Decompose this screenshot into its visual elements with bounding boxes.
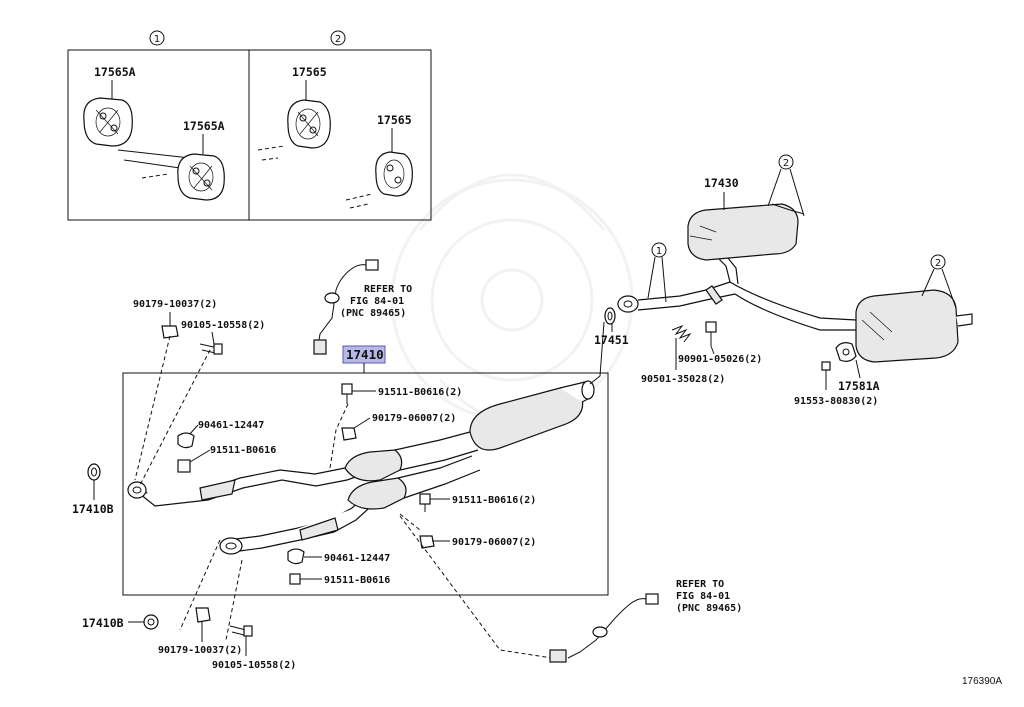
catalytic-converter-pair — [344, 431, 481, 510]
refer-2-line1: REFER TO — [676, 579, 724, 590]
watermark-logo — [390, 173, 634, 422]
part-90179-bottom-label: 90179-10037(2) — [158, 645, 242, 656]
callout-1-circle — [651, 242, 667, 258]
spring-90501 — [671, 324, 692, 343]
inset-2-number: 2 — [335, 34, 341, 45]
part-17430-label: 17430 — [704, 176, 739, 190]
gasket-17451 — [604, 307, 616, 325]
inset-panel: 1 2 17565A 17565A 17565 — [67, 30, 432, 221]
refer-2-line3: (PNC 89465) — [676, 603, 742, 614]
part-17410B-2-label: 17410B — [82, 616, 124, 630]
part-91553-label: 91553-80830(2) — [794, 396, 878, 407]
part-90461-a-label: 90461-12447 — [198, 420, 264, 431]
gasket-17581A — [835, 342, 857, 362]
inset-1-number-circle — [149, 30, 165, 46]
part-91511-2b-label: 91511-B0616(2) — [452, 495, 536, 506]
hanger-rubber-17565A-b — [177, 153, 225, 201]
clamp-90461-b — [287, 548, 305, 565]
inset-1-part-b-label: 17565A — [183, 119, 225, 133]
assembly-17410-box — [122, 372, 609, 596]
part-90901-label: 90901-05026(2) — [678, 354, 762, 365]
callout-2a-circle — [778, 154, 794, 170]
part-17410-highlight: 17410 — [342, 345, 386, 373]
oxygen-sensor-upper — [313, 259, 379, 355]
part-90105-top-label: 90105-10558(2) — [181, 320, 265, 331]
oxygen-sensor-lower — [549, 593, 659, 663]
part-91511-b-label: 91511-B0616 — [324, 575, 390, 586]
bolt-90105-top — [199, 343, 223, 355]
callout-2a: 2 — [783, 158, 789, 169]
gasket-17410B-2 — [143, 614, 159, 630]
part-91511-2a-label: 91511-B0616(2) — [378, 387, 462, 398]
hanger-rubber-17565A-a — [83, 97, 133, 147]
part-91511-a-label: 91511-B0616 — [210, 445, 276, 456]
nut-90179-top — [161, 325, 179, 339]
bolt-91511-2b — [419, 493, 431, 512]
part-90179-06-a-label: 90179-06007(2) — [372, 413, 456, 424]
part-90179-top-label: 90179-10037(2) — [133, 299, 217, 310]
inset-1-part-a-label: 17565A — [94, 65, 136, 79]
callout-1: 1 — [656, 246, 662, 257]
part-90179-06-b-label: 90179-06007(2) — [452, 537, 536, 548]
bolt-90105-bottom — [229, 625, 253, 637]
inset-2-number-circle — [330, 30, 346, 46]
clamp-90461-a — [177, 432, 195, 449]
gasket-17410B-1 — [87, 463, 101, 481]
part-17581A-label: 17581A — [838, 379, 880, 393]
part-90461-b-label: 90461-12447 — [324, 553, 390, 564]
refer-1-line1: REFER TO — [364, 284, 412, 295]
callout-2b-circle — [930, 254, 946, 270]
figure-id: 176390A — [962, 676, 1002, 687]
hanger-rubber-17565-b — [375, 151, 413, 197]
part-17410B-1-label: 17410B — [72, 502, 114, 516]
refer-note-1: REFER TO FIG 84-01 (PNC 89465) — [340, 284, 412, 319]
refer-1-line2: FIG 84-01 — [350, 296, 404, 307]
bolt-90901 — [705, 321, 717, 346]
inset-2-part-b-label: 17565 — [377, 113, 412, 127]
center-pipe — [617, 255, 857, 331]
part-17410-label: 17410 — [346, 347, 384, 362]
bolt-91511-a — [177, 459, 191, 473]
inset-1-number: 1 — [154, 34, 160, 45]
front-exhaust-pipe-upper — [127, 457, 377, 507]
nut-90179-bottom — [195, 607, 211, 623]
main-muffler-rear — [855, 289, 973, 363]
main-catalytic-converter — [469, 380, 595, 451]
refer-2-line2: FIG 84-01 — [676, 591, 730, 602]
refer-note-2: REFER TO FIG 84-01 (PNC 89465) — [676, 579, 742, 614]
sub-muffler-17430 — [687, 203, 805, 261]
refer-1-line3: (PNC 89465) — [340, 308, 406, 319]
hanger-rubber-17565-a — [287, 99, 331, 149]
part-90105-bottom-label: 90105-10558(2) — [212, 660, 296, 671]
callout-2b: 2 — [935, 258, 941, 269]
part-17451-label: 17451 — [594, 333, 629, 347]
inset-2-part-a-label: 17565 — [292, 65, 327, 79]
part-90501-label: 90501-35028(2) — [641, 374, 725, 385]
nut-90179-06-a — [341, 427, 357, 441]
bolt-91511-b — [289, 573, 301, 585]
bolt-91511-2a — [341, 383, 353, 404]
bolt-91553 — [821, 361, 831, 390]
